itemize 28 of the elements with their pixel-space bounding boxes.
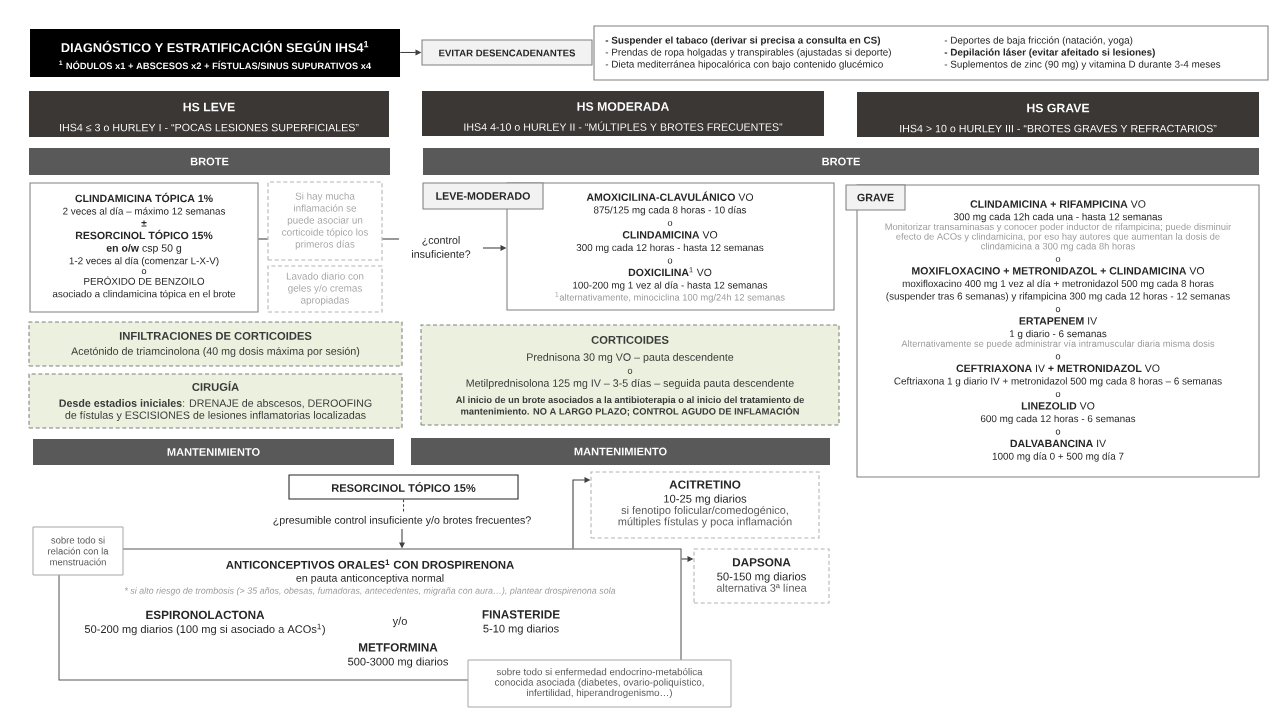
severity-header: HS GRAVE IHS4 > 10 o HURLEY III - “BROTES GRAVES Y REFRACTARIOS”	[857, 92, 1259, 137]
tag-label: GRAVE	[845, 184, 906, 211]
note-box: Lavado diario con geles y/o cremas apropiadas	[267, 265, 383, 313]
label-box: EVITAR DESENCADENANTES	[421, 39, 593, 66]
treatment-box: CLINDAMICINA TÓPICA 1% 2 veces al día – máximo 12 semanas ± RESORCINOL TÓPICO 15% en o/w csp 50 g 1-2 veces al día (comenzar L-X-V) o PERÓXIDO DE BENZOILO asociado a clindamicina tópica en el brote	[29, 182, 259, 313]
note-box: sobre todo si relación con la menstruación	[32, 526, 124, 576]
note-box: sobre todo si enfermedad endocrino-metabólica conocida asociada (diabetes, ovario-poliquístico, infertilidad, hiperandrogenismo…)	[467, 659, 732, 708]
question-text: ¿control insuficiente?	[412, 236, 471, 258]
note-box: Si hay mucha inflamación se puede asociar un corticoide tópico los primeros días	[267, 181, 383, 261]
therapy-box: DAPSONA 50-150 mg diarios alternativa 3ª línea	[693, 548, 830, 604]
therapy-box: CIRUGÍA Desde estadios iniciales: DRENAJE de abscesos, DEROOFING de fístulas y ESCISIONES de lesiones inflamatorias localizadas	[28, 373, 403, 429]
section-band: BROTE	[29, 148, 390, 175]
advice-box: - Suspender el tabaco (derivar si precisa a consulta en CS) - Prendas de ropa holgadas y transpirables (ajustadas si deporte) - Dieta mediterránea hipocalórica con bajo contenido glucémico - Deportes de baja fricción (natación, yoga) - Depilación láser (evitar afeitado si lesiones) - Suplementos de zinc (90 mg) y vitamina D durante 3-4 meses	[593, 25, 1269, 81]
connector-line	[258, 238, 268, 240]
therapy-box: CORTICOIDES Prednisona 30 mg VO – pauta descendente o Metilprednisolona 125 mg IV – 3-5 días – seguida pauta descendente Al inicio de un brote asociados a la antibioterapia o al inicio del tratamiento de mantenimiento. NO A LARGO PLAZO; CONTROL AGUDO DE INFLAMACIÓN	[420, 324, 840, 426]
section-band: MANTENIMIENTO	[411, 438, 830, 465]
therapy-box: INFILTRACIONES DE CORTICOIDES Acetónido de triamcinolona (40 mg dosis máxima por sesión)	[28, 321, 403, 367]
connector-line	[402, 499, 405, 514]
treatment-box: RESORCINOL TÓPICO 15%	[288, 474, 519, 500]
connector-line	[382, 238, 400, 240]
question-text: ¿presumible control insuficiente y/o brotes frecuentes?	[273, 516, 531, 526]
section-band: MANTENIMIENTO	[33, 439, 394, 465]
title-banner: DIAGNÓSTICO Y ESTRATIFICACIÓN SEGÚN IHS4$^{1}$ $^{1}$ NÓDULOS x1 + ABSCESOS x2 + FÍSTULAS/SINUS SUPURATIVOS x4	[30, 29, 400, 77]
section-band: BROTE	[423, 148, 1259, 175]
therapy-box: ACITRETINO 10-25 mg diarios si fenotipo folicular/comedogénico, múltiples fístulas y poca inflamación	[590, 471, 820, 539]
severity-header: HS LEVE IHS4 ≤ 3 o HURLEY I - “POCAS LESIONES SUPERFICIALES”	[29, 91, 389, 137]
tag-label: LEVE-MODERADO	[422, 182, 544, 210]
severity-header: HS MODERADA IHS4 4-10 o HURLEY II - “MÚLTIPLES Y BROTES FRECUENTES”	[422, 91, 824, 136]
